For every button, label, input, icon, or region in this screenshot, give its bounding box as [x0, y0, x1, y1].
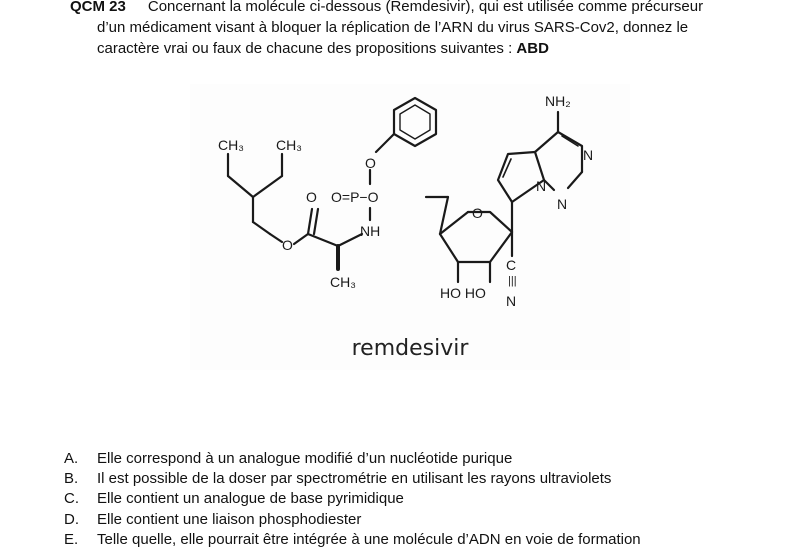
question-line-1: Concernant la molécule ci-dessous (Remde…: [147, 0, 704, 15]
label-triple-bond: |||: [508, 275, 517, 287]
bond-carbonyl-2: [312, 207, 320, 236]
bond-ester-o: [292, 232, 310, 246]
label-hoho: HO HO: [440, 285, 486, 301]
option-text: Il est possible de la doser par spectrom…: [97, 470, 612, 488]
label-o-ester: O: [282, 237, 293, 253]
option-text: Elle contient une liaison phosphodiester: [97, 510, 362, 528]
label-ch3-b: CH₃: [276, 137, 302, 153]
label-c-nitrile: C: [506, 257, 516, 273]
bond-ch2-c4: [438, 195, 450, 236]
remdesivir-labels: NH₂ CH₃ CH₃ O O=P−O O NH O CH₃ O N N N H…: [218, 93, 593, 309]
pyrrole-double: [502, 158, 512, 178]
bond-chain-4: [251, 220, 272, 236]
option-text: Telle quelle, elle pourrait être intégré…: [97, 530, 641, 548]
option-text: Elle contient un analogue de base pyrimi…: [97, 490, 404, 508]
label-o-ring: O: [472, 205, 483, 221]
option-text: Elle correspond à un analogue modifié d’…: [97, 450, 513, 467]
triazine-ring-2: [566, 170, 584, 190]
label-o-carbonyl: O: [306, 189, 317, 205]
question-answer: ABD: [516, 40, 549, 57]
option-b: B. Il est possible de la doser par spect…: [64, 469, 794, 489]
option-letter: C.: [64, 490, 79, 508]
option-letter: D.: [64, 510, 79, 528]
triazine-ring-3: [542, 178, 556, 192]
figure-caption: remdesivir: [351, 336, 469, 361]
remdesivir-structure: [226, 96, 584, 284]
label-ch3-a: CH₃: [218, 137, 244, 153]
label-ch3-c: CH₃: [330, 274, 356, 290]
label-n-nitrile: N: [506, 293, 516, 309]
bond-ph-o: [374, 132, 396, 154]
question-line-2: d’un médicament visant à bloquer la répl…: [97, 19, 689, 36]
option-letter: A.: [64, 450, 79, 467]
remdesivir-figure: NH₂ CH₃ CH₃ O O=P−O O NH O CH₃ O N N N H…: [190, 84, 630, 370]
question-number: QCM 23: [70, 0, 126, 15]
label-n-low: N: [557, 196, 567, 212]
option-letter: E.: [64, 530, 79, 548]
phenyl-inner: [399, 104, 431, 140]
triazine-double: [561, 135, 579, 147]
bond-chain-1: [226, 174, 255, 199]
ribose-bond-c4: [438, 210, 470, 236]
option-letter: B.: [64, 470, 79, 488]
option-a: A. Elle correspond à un analogue modifié…: [64, 449, 794, 469]
question-text: d’un médicament visant à bloquer la répl…: [97, 17, 797, 59]
ribose-ring: [438, 210, 514, 264]
option-d: D. Elle contient une liaison phosphodies…: [64, 510, 794, 530]
question-header: QCM 23 Concernant la molécule ci-dessous …: [70, 0, 800, 17]
question-line-3: caractère vrai ou faux de chacune des pr…: [97, 40, 513, 57]
option-e: E. Telle quelle, elle pourrait être inté…: [64, 530, 794, 550]
pyrrole-ring: [496, 150, 546, 204]
triazine-ring-1: [533, 130, 584, 174]
label-n-top: N: [583, 147, 593, 163]
bond-chain-2: [251, 174, 284, 199]
label-o-ph: O: [365, 155, 376, 171]
bond-alpha: [306, 232, 340, 248]
bond-carbonyl-1: [306, 207, 314, 236]
options-list: A. Elle correspond à un analogue modifié…: [64, 449, 794, 550]
bond-chain-5: [268, 232, 284, 244]
label-nh: NH: [360, 223, 380, 239]
bond-alpha-nh: [336, 232, 364, 248]
phenyl-ring: [392, 96, 438, 148]
label-n-mid: N: [536, 178, 546, 194]
label-p-group: O=P−O: [331, 189, 379, 205]
label-nh2: NH₂: [545, 93, 571, 109]
option-c: C. Elle contient un analogue de base pyr…: [64, 489, 794, 509]
